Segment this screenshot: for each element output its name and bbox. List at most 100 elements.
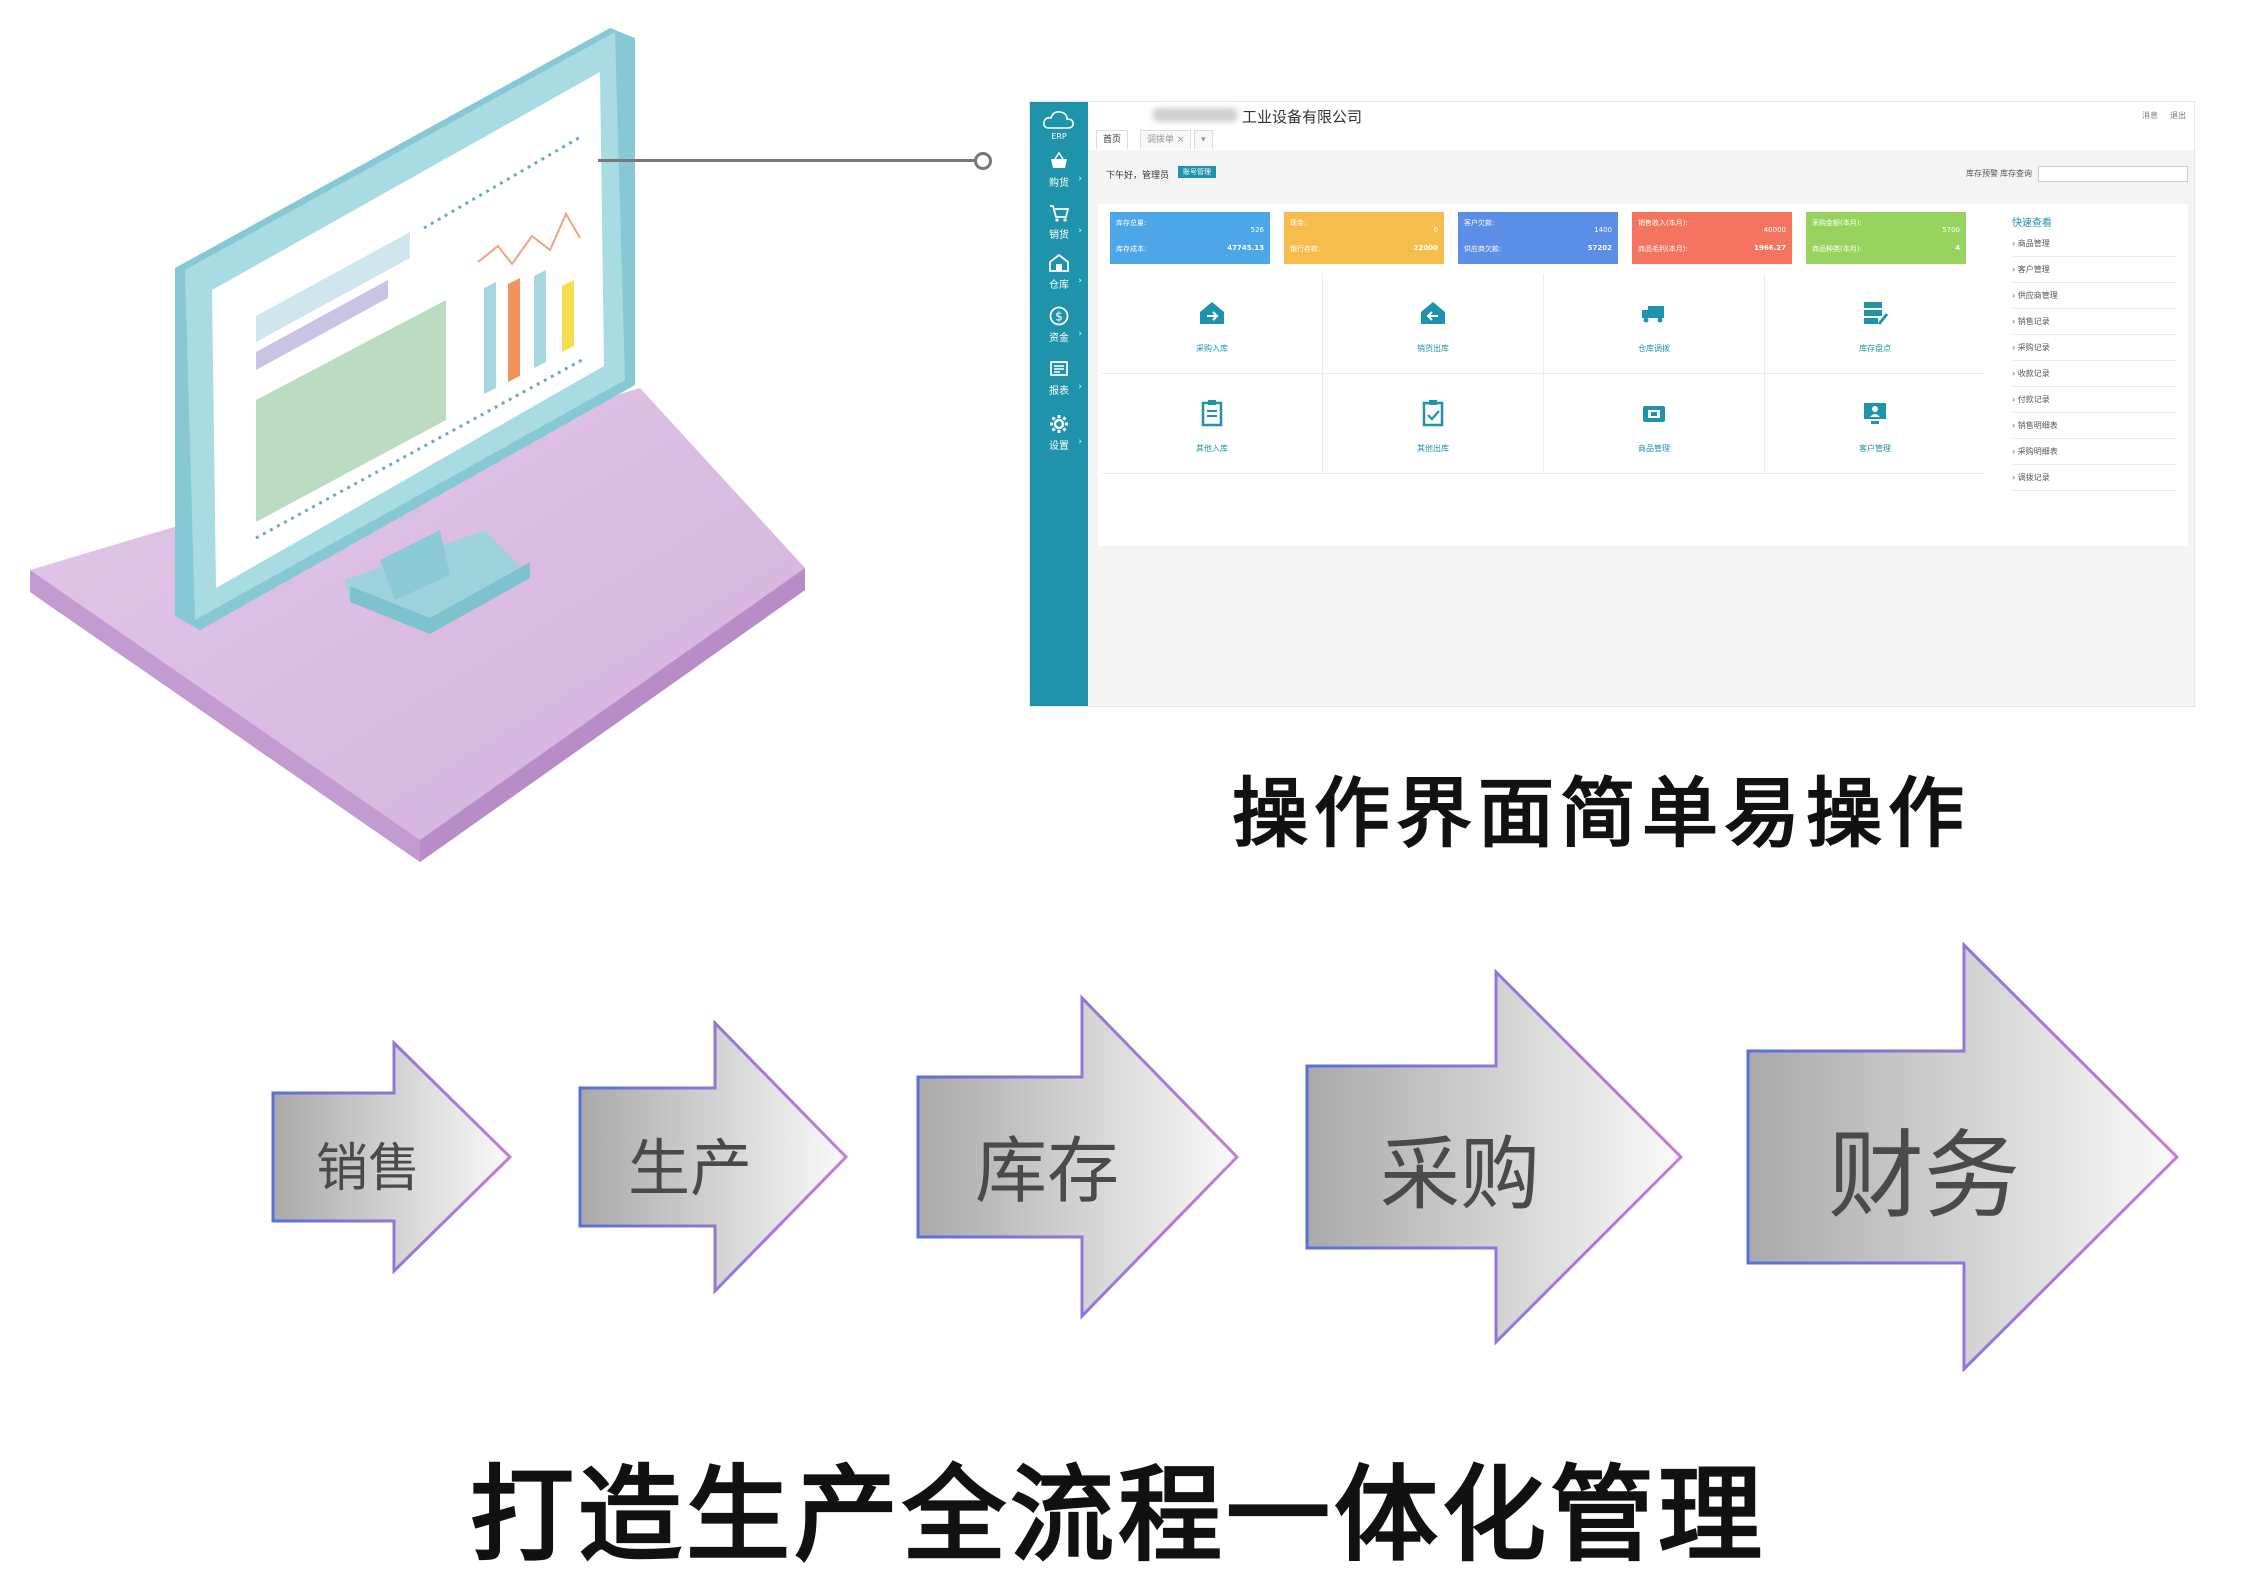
quick-item[interactable]: › 供应商管理 (2012, 284, 2176, 309)
ui-caption: 操作界面简单易操作 (1232, 769, 1970, 858)
logout-link[interactable]: 退出 (2170, 111, 2186, 120)
tab-home[interactable]: 首页 (1096, 130, 1129, 149)
tile-sales-out[interactable]: 销货出库 (1323, 274, 1544, 374)
stat-label: 库存总量: (1116, 219, 1147, 227)
erp-screenshot: ERP 购货 › 销货› 仓库› $ 资金› 报表 › 设置› 工业设备有限公司 (1030, 102, 2194, 706)
process-label-production: 生产 (628, 1132, 753, 1205)
search-input[interactable] (2038, 166, 2188, 182)
tile-label: 其他入库 (1196, 444, 1228, 453)
tile-label: 采购入库 (1196, 344, 1228, 353)
stat-label: 库存成本: (1116, 245, 1147, 253)
account-button[interactable]: 账号管理 (1178, 166, 1216, 178)
warehouse-icon (1049, 253, 1069, 272)
erp-logo: ERP (1038, 108, 1080, 148)
process-arrow-purchase (1305, 968, 1684, 1346)
tile-stocktake[interactable]: 库存盘点 (1765, 274, 1985, 374)
sidebar-item-funds[interactable]: $ 资金› (1030, 305, 1088, 355)
truck-icon (1642, 306, 1664, 323)
tile-products[interactable]: 商品管理 (1544, 374, 1765, 474)
process-arrow-production (578, 1019, 849, 1295)
report-icon (1050, 361, 1068, 376)
sidebar-item-settings[interactable]: 设置› (1030, 413, 1088, 463)
tile-label: 库存盘点 (1859, 344, 1891, 353)
erp-header: 工业设备有限公司 消息 退出 首页 调拨单 × ▾ (1088, 102, 2194, 150)
stat-value: 526 (1250, 226, 1264, 234)
inventory-query-link[interactable]: 库存查询 (2000, 169, 2032, 178)
stat-value: 5700 (1942, 226, 1960, 234)
chevron-right-icon: › (1078, 382, 1082, 392)
sidebar-item-label: 销货 (1049, 230, 1069, 241)
stat-label: 采购金额(本月): (1812, 219, 1862, 227)
erp-logo-text: ERP (1051, 132, 1067, 141)
stat-label: 销售收入(本月): (1638, 219, 1688, 227)
sidebar-item-label: 报表 (1049, 386, 1069, 397)
tile-other-out[interactable]: 其他出库 (1323, 374, 1544, 474)
messages-link[interactable]: 消息 (2142, 111, 2158, 120)
quick-item-label: 调拨记录 (2017, 473, 2050, 482)
quick-item[interactable]: › 收款记录 (2012, 362, 2176, 387)
stack-edit-icon (1864, 302, 1889, 325)
tile-purchase-in[interactable]: 采购入库 (1102, 274, 1323, 374)
connector-line (598, 159, 983, 162)
svg-text:$: $ (1055, 310, 1063, 324)
sidebar-item-label: 设置 (1049, 441, 1069, 452)
quick-item-label: 商品管理 (2017, 239, 2050, 248)
stat-value: 57202 (1587, 244, 1612, 252)
stat-card-sales: 销售收入(本月): 40000 商品毛利(本月): 1966.27 (1632, 212, 1792, 264)
company-name: 工业设备有限公司 (1242, 108, 1363, 126)
stat-card-cash: 现金:0 银行存款:22000 (1284, 212, 1444, 264)
stat-value: 1966.27 (1754, 244, 1786, 252)
sidebar-item-warehouse[interactable]: 仓库› (1030, 252, 1088, 302)
tab-dropdown[interactable]: ▾ (1194, 130, 1213, 149)
inventory-warning-link[interactable]: 库存预警 (1966, 169, 1998, 178)
quick-view-panel: 快速查看 › 商品管理 › 客户管理 › 供应商管理 › 销售记录 › 采购记录… (2002, 204, 2188, 546)
tab-transfer[interactable]: 调拨单 × (1140, 130, 1192, 149)
tile-label: 销货出库 (1417, 344, 1449, 353)
stat-label: 商品毛利(本月): (1638, 245, 1688, 253)
sidebar-item-label: 仓库 (1049, 280, 1069, 291)
stat-value: 4 (1955, 244, 1960, 252)
dashboard-panel: 库存总量:526 库存成本:47745.13 现金:0 银行存款:22000 客… (1098, 204, 2002, 546)
clipboard-in-icon (1201, 400, 1223, 427)
chevron-right-icon: › (1078, 174, 1082, 184)
cart-icon (1050, 205, 1070, 222)
bottom-caption: 打造生产全流程一体化管理 (470, 1453, 1767, 1576)
quick-item[interactable]: › 调拨记录 (2012, 466, 2176, 491)
quick-item[interactable]: › 销售记录 (2012, 310, 2176, 335)
sidebar-item-label: 购货 (1049, 178, 1069, 189)
tile-label: 客户管理 (1859, 444, 1891, 453)
quick-item-label: 销售记录 (2017, 317, 2050, 326)
quick-item-label: 收款记录 (2017, 369, 2050, 378)
quick-item[interactable]: › 采购记录 (2012, 336, 2176, 361)
stat-value: 0 (1433, 226, 1438, 234)
monitor-user-icon (1864, 403, 1886, 424)
process-arrow-finance (1746, 941, 2180, 1373)
stat-value: 40000 (1763, 226, 1786, 234)
quick-item-label: 销售明细表 (2017, 421, 2058, 430)
quick-item[interactable]: › 商品管理 (2012, 232, 2176, 257)
sidebar-item-reports[interactable]: 报表 › (1030, 358, 1088, 408)
stat-label: 供应商欠款: (1464, 245, 1502, 253)
tile-label: 仓库调拨 (1638, 344, 1670, 353)
quick-item[interactable]: › 付款记录 (2012, 388, 2176, 413)
stat-value: 22000 (1413, 244, 1438, 252)
greeting: 下午好，管理员 (1106, 171, 1170, 181)
quick-item[interactable]: › 销售明细表 (2012, 414, 2176, 439)
tile-other-in[interactable]: 其他入库 (1102, 374, 1323, 474)
tile-transfer[interactable]: 仓库调拨 (1544, 274, 1765, 374)
stat-label: 现金: (1290, 219, 1307, 227)
quick-item-label: 客户管理 (2017, 265, 2050, 274)
company-name-redacted (1152, 108, 1238, 122)
process-label-inventory: 库存 (975, 1129, 1120, 1213)
house-in-icon (1200, 302, 1224, 324)
tile-customers[interactable]: 客户管理 (1765, 374, 1985, 474)
quick-item[interactable]: › 采购明细表 (2012, 440, 2176, 465)
quick-item[interactable]: › 客户管理 (2012, 258, 2176, 283)
sidebar-item-sales[interactable]: 销货› (1030, 202, 1088, 252)
sidebar-item-purchase[interactable]: 购货 › (1030, 150, 1088, 200)
erp-main: 下午好，管理员 账号管理 库存预警 库存查询 库存总量:526 库存成本:477… (1098, 160, 2188, 598)
clipboard-out-icon (1422, 400, 1444, 427)
stat-label: 客户欠款: (1464, 219, 1495, 227)
process-arrow-inventory (916, 994, 1240, 1320)
